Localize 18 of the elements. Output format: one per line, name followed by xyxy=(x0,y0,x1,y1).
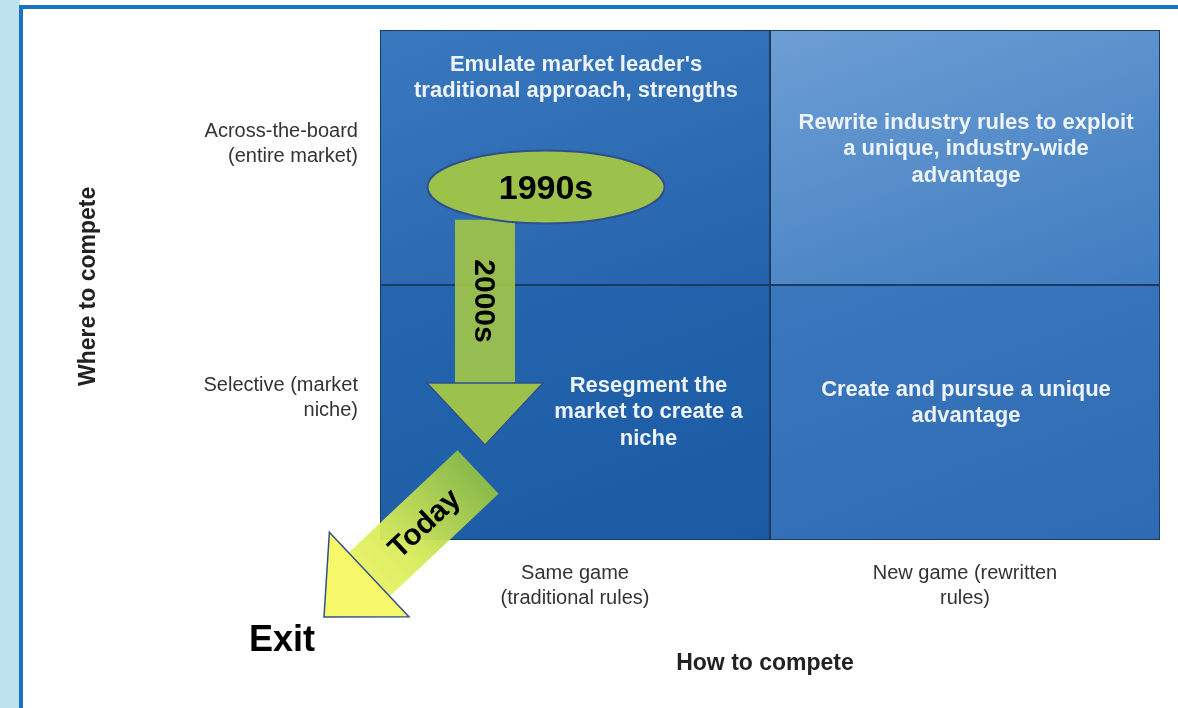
exit-label: Exit xyxy=(249,618,315,660)
period-label: 1990s xyxy=(498,167,594,207)
period-ellipse xyxy=(426,149,666,225)
matrix-quadrant xyxy=(770,30,1160,285)
axis-category-label: Same game (traditional rules) xyxy=(499,560,651,610)
edge-label: 2000s xyxy=(468,259,502,344)
block-arrow xyxy=(323,450,499,618)
quadrant-text: Resegment the market to create a niche xyxy=(553,372,744,452)
axis-category-label: New game (rewritten rules) xyxy=(871,560,1059,610)
axis-category-label: Across-the-board (entire market) xyxy=(203,118,358,168)
axis-title: Where to compete xyxy=(72,186,101,387)
block-arrow xyxy=(426,219,544,446)
quadrant-text: Rewrite industry rules to exploit a unique, industry-wide advantage xyxy=(797,109,1135,189)
axis-title: How to compete xyxy=(675,648,855,677)
quadrant-text: Create and pursue a unique advantage xyxy=(820,376,1112,429)
axis-category-label: Selective (market niche) xyxy=(202,372,358,422)
matrix-quadrant xyxy=(770,285,1160,540)
quadrant-text: Emulate market leader's traditional approach, strengths xyxy=(413,51,739,104)
